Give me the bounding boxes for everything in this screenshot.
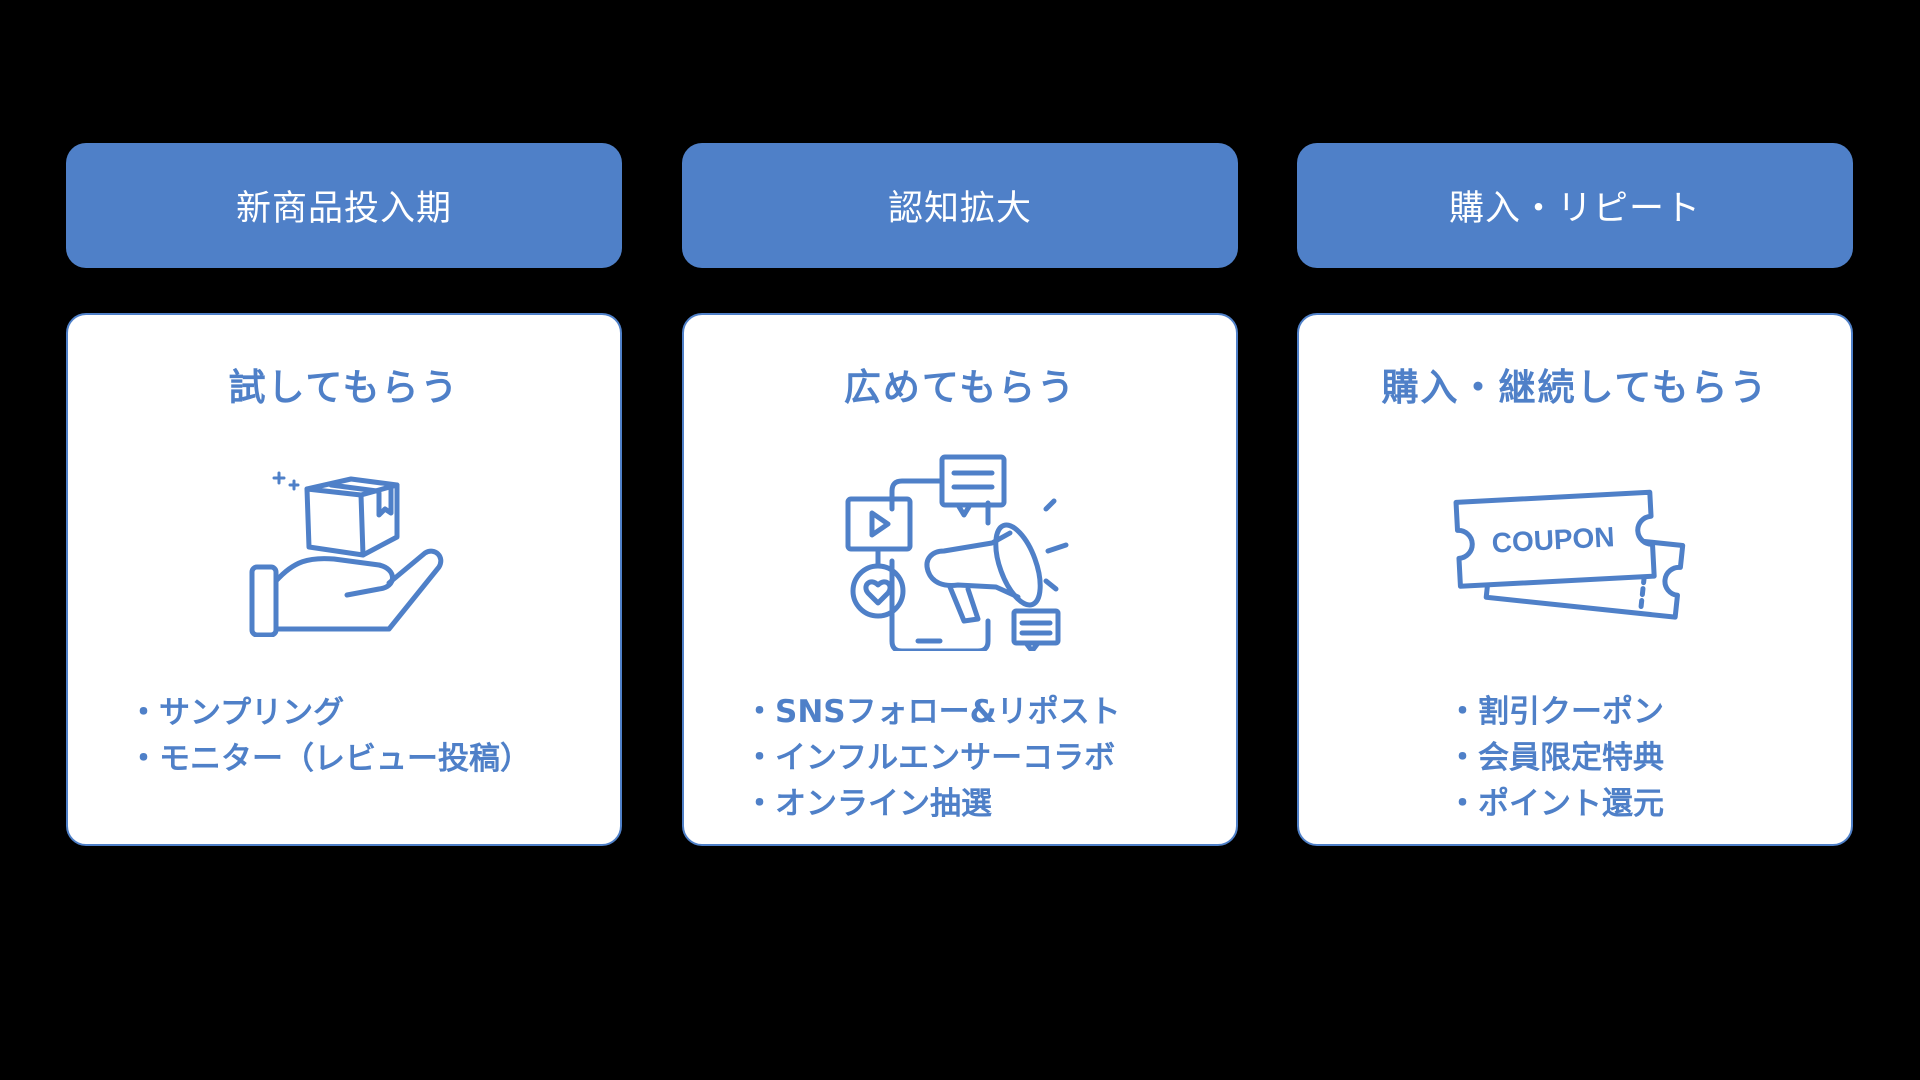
tactic-list: ・サンプリング ・モニター（レビュー投稿） [128,690,531,782]
phase-header-purchase-repeat: 購入・リピート [1297,143,1853,268]
list-item: ・オンライン抽選 [744,786,992,822]
list-item: ・SNSフォロー&リポスト [744,694,1121,730]
phase-label: 新商品投入期 [235,189,452,229]
social-media-megaphone-icon [845,454,1069,651]
tactic-list: ・SNSフォロー&リポスト ・インフルエンサーコラボ ・オンライン抽選 [744,689,1121,827]
card-purchase-repeat: 購入・継続してもらう COUPON ・割引クーポン ・会員限定特典 ・ポイント還… [1297,313,1853,846]
list-item: ・モニター（レビュー投稿） [128,741,531,777]
list-item: ・会員限定特典 [1447,740,1664,776]
list-item: ・インフルエンサーコラボ [744,740,1116,776]
list-item: ・サンプリング [128,695,345,731]
tactic-list: ・割引クーポン ・会員限定特典 ・ポイント還元 [1447,689,1664,827]
list-item: ・割引クーポン [1447,694,1664,730]
list-item: ・ポイント還元 [1447,786,1664,822]
phase-label: 認知拡大 [887,189,1032,229]
coupon-text: COUPON [1491,521,1615,558]
coupon-tickets-icon: COUPON [1453,489,1686,620]
card-new-product: 試してもらう ・サンプリング ・モニター（レビュー投稿） [66,313,622,846]
phase-header-new-product: 新商品投入期 [66,143,622,268]
card-awareness: 広めてもらう ・SNSフォロー&リポスト ・インフルエンサーコラボ ・オンライン… [682,313,1238,846]
card-title: 試してもらう [228,366,460,409]
phase-label: 購入・リピート [1448,189,1701,229]
phase-header-awareness: 認知拡大 [682,143,1238,268]
hand-holding-box-icon [249,471,444,637]
card-title: 購入・継続してもらう [1381,366,1769,409]
card-title: 広めてもらう [843,366,1077,409]
